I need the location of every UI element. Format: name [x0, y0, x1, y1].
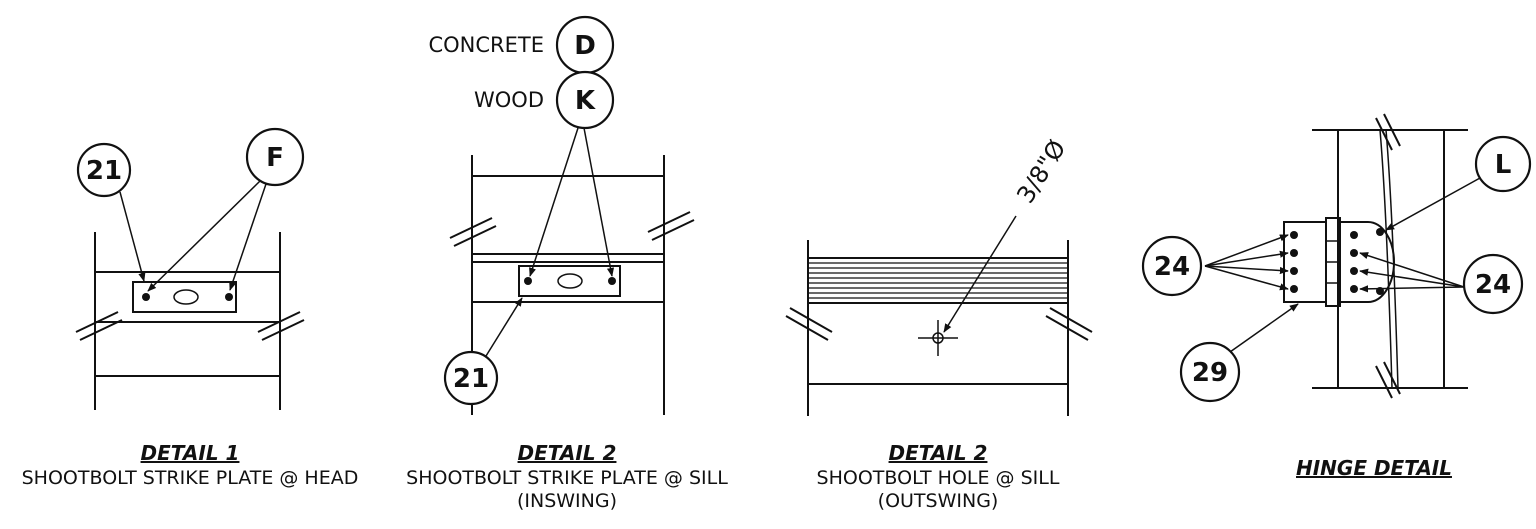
callout-wood: WOOD [474, 88, 544, 112]
break-mark-left [449, 217, 497, 247]
callout-concrete: CONCRETE [428, 33, 544, 57]
bolt-hole-mark [918, 320, 958, 356]
svg-text:29: 29 [1192, 358, 1228, 388]
svg-text:21: 21 [86, 156, 122, 186]
threshold-ribs [808, 257, 1068, 304]
break-mark-right [1045, 307, 1093, 341]
caption-subtitle-line-2: (INSWING) [517, 490, 617, 512]
bubble-l: L [1474, 135, 1532, 193]
caption-detail-1: DETAIL 1 SHOOTBOLT STRIKE PLATE @ HEAD [22, 441, 359, 489]
bubble-k: K [555, 70, 615, 130]
break-mark-bottom [1375, 361, 1401, 399]
caption-subtitle-line-1: SHOOTBOLT HOLE @ SILL [817, 467, 1060, 489]
dimension-label: 3/8"Ø [1011, 135, 1071, 208]
bubble-24-left: 24 [1141, 235, 1203, 297]
caption-hinge-detail: HINGE DETAIL [1296, 456, 1452, 480]
break-mark-right [257, 311, 305, 341]
bubble-21-detail-1: 21 [76, 142, 132, 198]
bubble-21-detail-2: 21 [443, 350, 499, 406]
strike-plate [132, 281, 237, 313]
break-mark-top [1375, 113, 1401, 151]
svg-text:L: L [1495, 150, 1512, 180]
caption-detail-2-inswing: DETAIL 2 SHOOTBOLT STRIKE PLATE @ SILL (… [406, 441, 728, 512]
caption-subtitle-line-1: SHOOTBOLT STRIKE PLATE @ SILL [406, 467, 728, 489]
break-mark-left [785, 307, 833, 341]
break-mark-left [75, 311, 123, 341]
svg-text:D: D [574, 31, 596, 61]
caption-subtitle-line-1: SHOOTBOLT STRIKE PLATE @ HEAD [22, 467, 359, 489]
caption-title: DETAIL 2 [889, 441, 988, 465]
detail-2-outswing-drawing [785, 215, 1093, 416]
svg-text:F: F [266, 143, 284, 173]
bubble-29: 29 [1179, 341, 1241, 403]
caption-detail-2-outswing: DETAIL 2 SHOOTBOLT HOLE @ SILL (OUTSWING… [817, 441, 1060, 512]
bubble-24-right: 24 [1462, 253, 1524, 315]
svg-text:24: 24 [1475, 270, 1511, 300]
detail-1-drawing [75, 180, 305, 410]
svg-text:K: K [575, 86, 596, 116]
hinge [1283, 217, 1395, 307]
caption-title: HINGE DETAIL [1296, 456, 1452, 480]
bubble-f: F [245, 127, 305, 187]
caption-subtitle-line-2: (OUTSWING) [878, 490, 999, 512]
caption-title: DETAIL 2 [518, 441, 617, 465]
hinge-detail-drawing [1204, 113, 1481, 399]
bubble-d: D [555, 15, 615, 75]
svg-text:21: 21 [453, 364, 489, 394]
break-mark-right [647, 211, 695, 241]
detail-2-inswing-drawing [449, 127, 695, 415]
strike-plate [518, 265, 621, 297]
caption-title: DETAIL 1 [141, 441, 240, 465]
svg-text:24: 24 [1154, 252, 1190, 282]
